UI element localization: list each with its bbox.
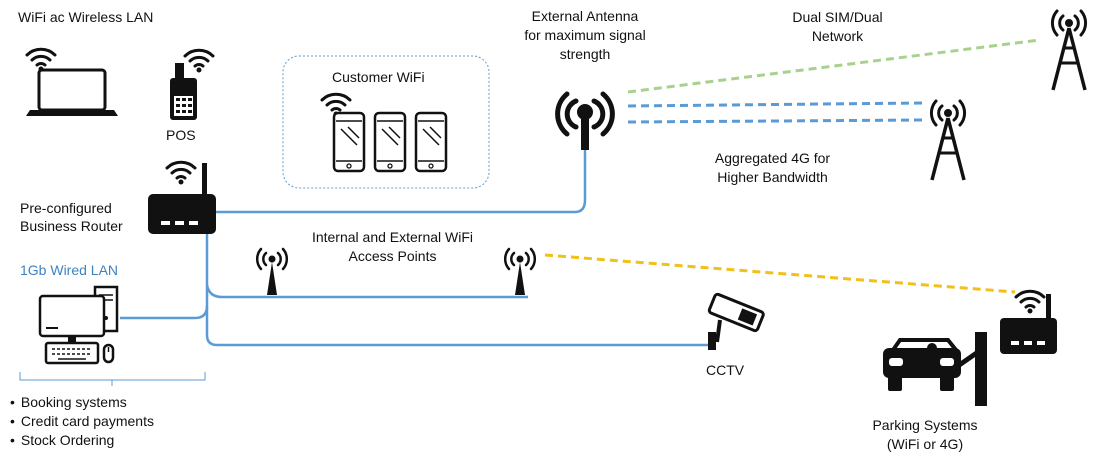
router-label-line1: Pre-configured [20,200,112,216]
access-point-icon [255,247,289,297]
smartphone-group [320,92,448,173]
smartphone-icon [414,111,448,173]
dual-sim-label-line1: Dual SIM/Dual [792,9,883,25]
parking-label-line2: (WiFi or 4G) [886,436,964,452]
cell-tower-icon [1050,9,1088,92]
wired-lan-label: 1Gb Wired LAN [20,262,119,278]
wired-lan-trunk [205,234,708,347]
desktop-wire [120,305,209,320]
pos-label: POS [166,127,196,143]
barrier-gate-icon [953,332,987,406]
list-item: Credit card payments [10,412,154,431]
smartphone-icon [332,111,366,173]
connection-lines [120,38,1041,347]
antenna-icon [555,91,615,150]
aggregated-label-line1: Aggregated 4G for [714,150,831,166]
bracket [19,372,206,386]
desktop-computer-icon [38,285,119,365]
aggregated-link-2 [627,118,923,124]
cell-tower-icon [929,99,967,182]
list-item: Stock Ordering [10,431,154,450]
list-item: Booking systems [10,393,154,412]
router-to-antenna-wire [215,150,587,214]
antenna-label-line1: External Antenna [531,8,639,24]
aggregated-link-1 [627,101,923,108]
router-label-line2: Business Router [20,218,123,234]
parking-label-line1: Parking Systems [872,417,978,433]
wifi-icon [1014,289,1046,315]
cctv-camera-icon [707,292,765,350]
car-icon [883,338,961,391]
smartphone-icon [373,111,407,173]
dual-sim-link [627,38,1041,94]
antenna-label-line3: strength [559,46,611,62]
wifi-icon [183,48,215,74]
access-points-label-line2: Access Points [348,248,437,264]
laptop-icon [25,47,118,116]
wired-lan-uses-list: Booking systems Credit card payments Sto… [10,393,154,450]
access-point-icon [503,247,537,297]
customer-wifi-box [282,55,490,189]
wifi-lan-label: WiFi ac Wireless LAN [18,9,154,25]
parking-wifi-link [544,253,1016,294]
aggregated-label-line2: Higher Bandwidth [717,169,828,185]
cctv-label: CCTV [706,362,745,378]
router-icon [148,160,216,234]
antenna-label-line2: for maximum signal [524,27,646,43]
router-icon [1000,289,1057,354]
customer-wifi-label: Customer WiFi [332,69,425,85]
dual-sim-label-line2: Network [811,28,864,44]
access-point-wire [205,284,528,299]
wifi-icon [25,47,57,73]
wifi-icon [165,160,197,186]
pos-terminal-icon [170,48,215,120]
access-points-label-line1: Internal and External WiFi [311,229,474,245]
